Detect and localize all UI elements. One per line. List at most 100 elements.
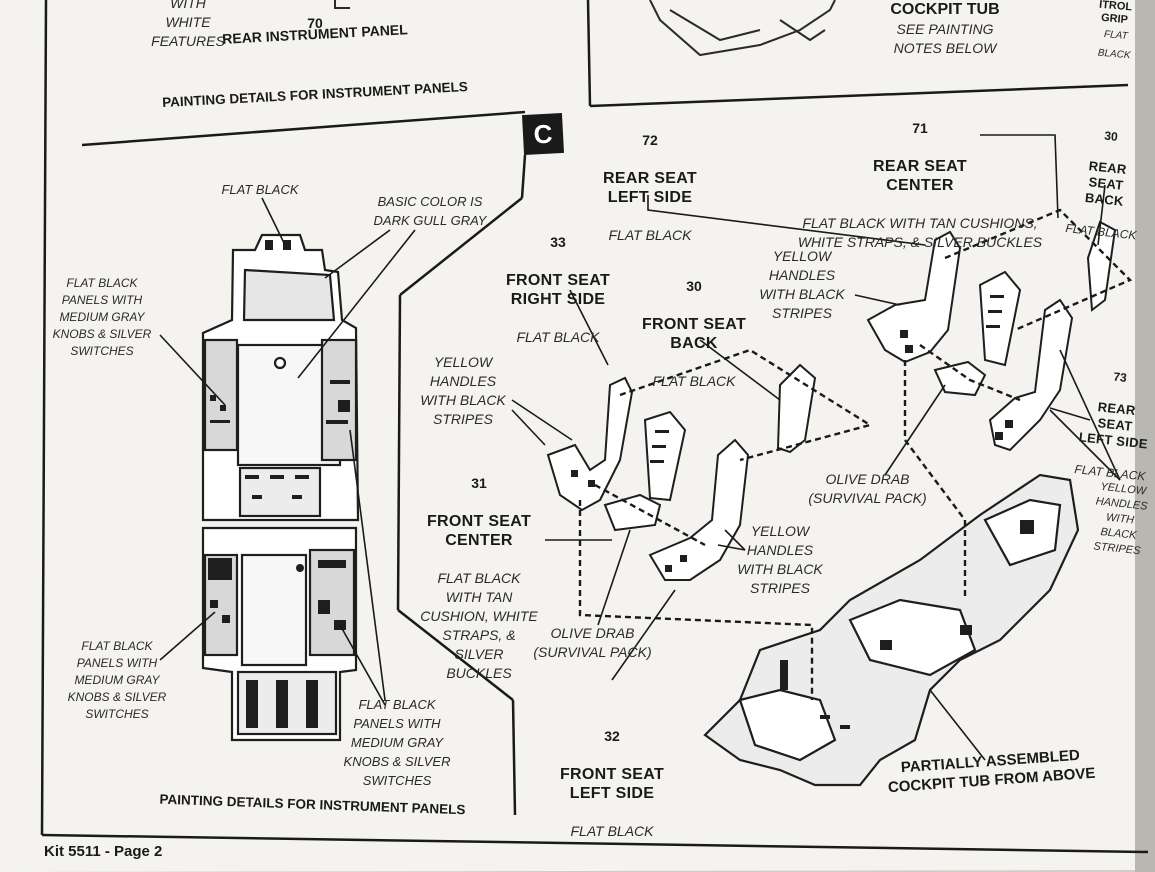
part-72-callout: 72 REAR SEAT LEFT SIDE FLAT BLACK (595, 112, 705, 264)
leader-yellow-mid-1 (724, 529, 746, 551)
leader-panels-lower-right (339, 624, 386, 706)
part-32-shape (648, 438, 750, 581)
part-71-name: REAR SEAT CENTER (873, 158, 967, 194)
frame-left (40, 0, 48, 836)
part-71-number: 71 (912, 120, 928, 136)
part-73-callout: 73 REAR SEAT LEFT SIDE FLAT BLACK (1071, 350, 1155, 501)
part-31-name: FRONT SEAT CENTER (426, 513, 532, 549)
panels-upper-left-callout: FLAT BLACK PANELS WITH MEDIUM GRAY KNOBS… (52, 276, 152, 358)
part-73-shape (988, 298, 1074, 452)
part-73-number: 73 (1112, 369, 1128, 385)
leader-panels-upper (159, 334, 226, 406)
instrument-panel-upper-details (210, 240, 350, 499)
leader-73 (1049, 407, 1091, 421)
part-33-name: FRONT SEAT RIGHT SIDE (505, 272, 611, 308)
leader-assembled (929, 689, 986, 761)
yellow-handles-front-right: YELLOW HANDLES WITH BLACK STRIPES (737, 523, 823, 596)
leader-30-rear (1097, 184, 1106, 246)
part-33-shape (546, 376, 634, 512)
leader-basic-color-2 (297, 229, 416, 379)
leader-olive-rear (884, 384, 946, 476)
leader-olive-front (597, 529, 631, 626)
leader-yellow-mid-2 (717, 544, 746, 551)
leader-yellow-front-1 (511, 399, 573, 441)
leader-flat-black (261, 197, 286, 246)
part-70-number: 70 (307, 15, 323, 31)
grip-color: FLAT BLACK (1097, 29, 1131, 62)
section-divider-diagonal2 (397, 609, 514, 701)
leader-33 (569, 289, 609, 366)
part-31-color: FLAT BLACK WITH TAN CUSHION, WHITE STRAP… (420, 570, 538, 681)
part-72-name: REAR SEAT LEFT SIDE (603, 170, 697, 206)
flat-black-callout: FLAT BLACK (221, 182, 299, 197)
part-30-front-shape (776, 363, 817, 454)
olive-drab-rear: OLIVE DRAB (SURVIVAL PACK) (808, 471, 927, 506)
part-32-color: FLAT BLACK (570, 823, 654, 839)
section-divider-diagonal (399, 197, 523, 296)
part-30-rear-name: REAR SEAT BACK (1084, 158, 1128, 209)
leader-30-front (699, 339, 781, 401)
part-71-callout: 71 REAR SEAT CENTER FLAT BLACK WITH TAN … (785, 100, 1055, 271)
leader-32 (611, 589, 676, 681)
page-shadow (1135, 0, 1155, 872)
frame-bottom (41, 833, 1149, 854)
seat-part-details (571, 295, 1013, 572)
leader-72 (647, 195, 926, 246)
part-72-shape (866, 230, 962, 364)
part-30-front-name: FRONT SEAT BACK (641, 316, 747, 352)
leader-panels-lower-left (159, 611, 216, 661)
grip-label: ITROL GRIP (1098, 0, 1133, 27)
panels-lower-left-callout: FLAT BLACK PANELS WITH MEDIUM GRAY KNOBS… (67, 639, 167, 721)
step-badge: C (521, 112, 565, 156)
section-divider-lower (396, 294, 402, 611)
leader-yellow-far-2 (1059, 349, 1121, 481)
part-30-front-callout: 30 FRONT SEAT BACK FLAT BLACK (638, 258, 750, 410)
part-31-callout: 31 FRONT SEAT CENTER FLAT BLACK WITH TAN… (420, 455, 538, 702)
part-30-rear-number: 30 (1103, 128, 1119, 144)
panels-lower-right-callout: FLAT BLACK PANELS WITH MEDIUM GRAY KNOBS… (343, 697, 451, 788)
leader-71 (980, 134, 1059, 219)
top-divider-left (81, 110, 526, 147)
part-33-number: 33 (550, 234, 566, 250)
yellow-handles-rear: YELLOW HANDLES WITH BLACK STRIPES (759, 248, 845, 321)
part-30-front-number: 30 (686, 278, 702, 294)
yellow-handles-front-left: YELLOW HANDLES WITH BLACK STRIPES (420, 354, 506, 427)
top-divider-right (589, 83, 1129, 108)
cockpit-tub-drawing (703, 473, 1080, 787)
part-32-name: FRONT SEAT LEFT SIDE (559, 766, 665, 802)
seat-parts (546, 220, 1117, 581)
basic-color-callout: BASIC COLOR IS DARK GULL GRAY (373, 194, 487, 228)
assembly-line-rear-back (944, 208, 1133, 332)
section-divider-upper (520, 154, 527, 199)
part-32-number: 32 (604, 728, 620, 744)
leader-yellow-far-1 (1049, 409, 1121, 481)
leader-yellow-rear (854, 294, 901, 306)
with-white-features-note: WITH WHITE FEATURES (151, 0, 225, 49)
top-vertical-divider (586, 0, 592, 107)
cockpit-tub-title: COCKPIT TUB (890, 1, 1000, 18)
part-33-callout: 33 FRONT SEAT RIGHT SIDE FLAT BLACK (502, 214, 614, 366)
olive-drab-front: OLIVE DRAB (SURVIVAL PACK) (533, 625, 652, 660)
assembly-line-rear-drop (903, 360, 967, 600)
part-31-number: 31 (471, 475, 487, 491)
part-30-rear-color: FLAT BLACK (1064, 221, 1138, 243)
assembly-line-front-drop (578, 500, 814, 700)
assembly-line-rear-pack (919, 344, 1021, 402)
cockpit-tub-details (780, 520, 1034, 729)
leader-basic-color (324, 229, 391, 279)
section-divider-bottom (511, 699, 517, 816)
part-71-color: FLAT BLACK WITH TAN CUSHIONS, WHITE STRA… (797, 215, 1043, 250)
part-72-number: 72 (642, 132, 658, 148)
part-30-front-color: FLAT BLACK (652, 373, 736, 389)
part-33-color: FLAT BLACK (516, 329, 600, 345)
leader-panels-lower-right-2 (349, 429, 386, 701)
part-73-name: REAR SEAT LEFT SIDE (1078, 399, 1149, 452)
cockpit-tub-top-sketch (649, 0, 836, 57)
assembly-line-front-pack (594, 483, 706, 547)
part-30-rear-callout: 30 REAR SEAT BACK FLAT BLACK (1063, 109, 1150, 260)
part-32-callout: 32 FRONT SEAT LEFT SIDE FLAT BLACK (556, 708, 668, 860)
top-panel-fragment (334, 0, 350, 9)
cockpit-tub-note: SEE PAINTING NOTES BELOW (893, 21, 997, 56)
